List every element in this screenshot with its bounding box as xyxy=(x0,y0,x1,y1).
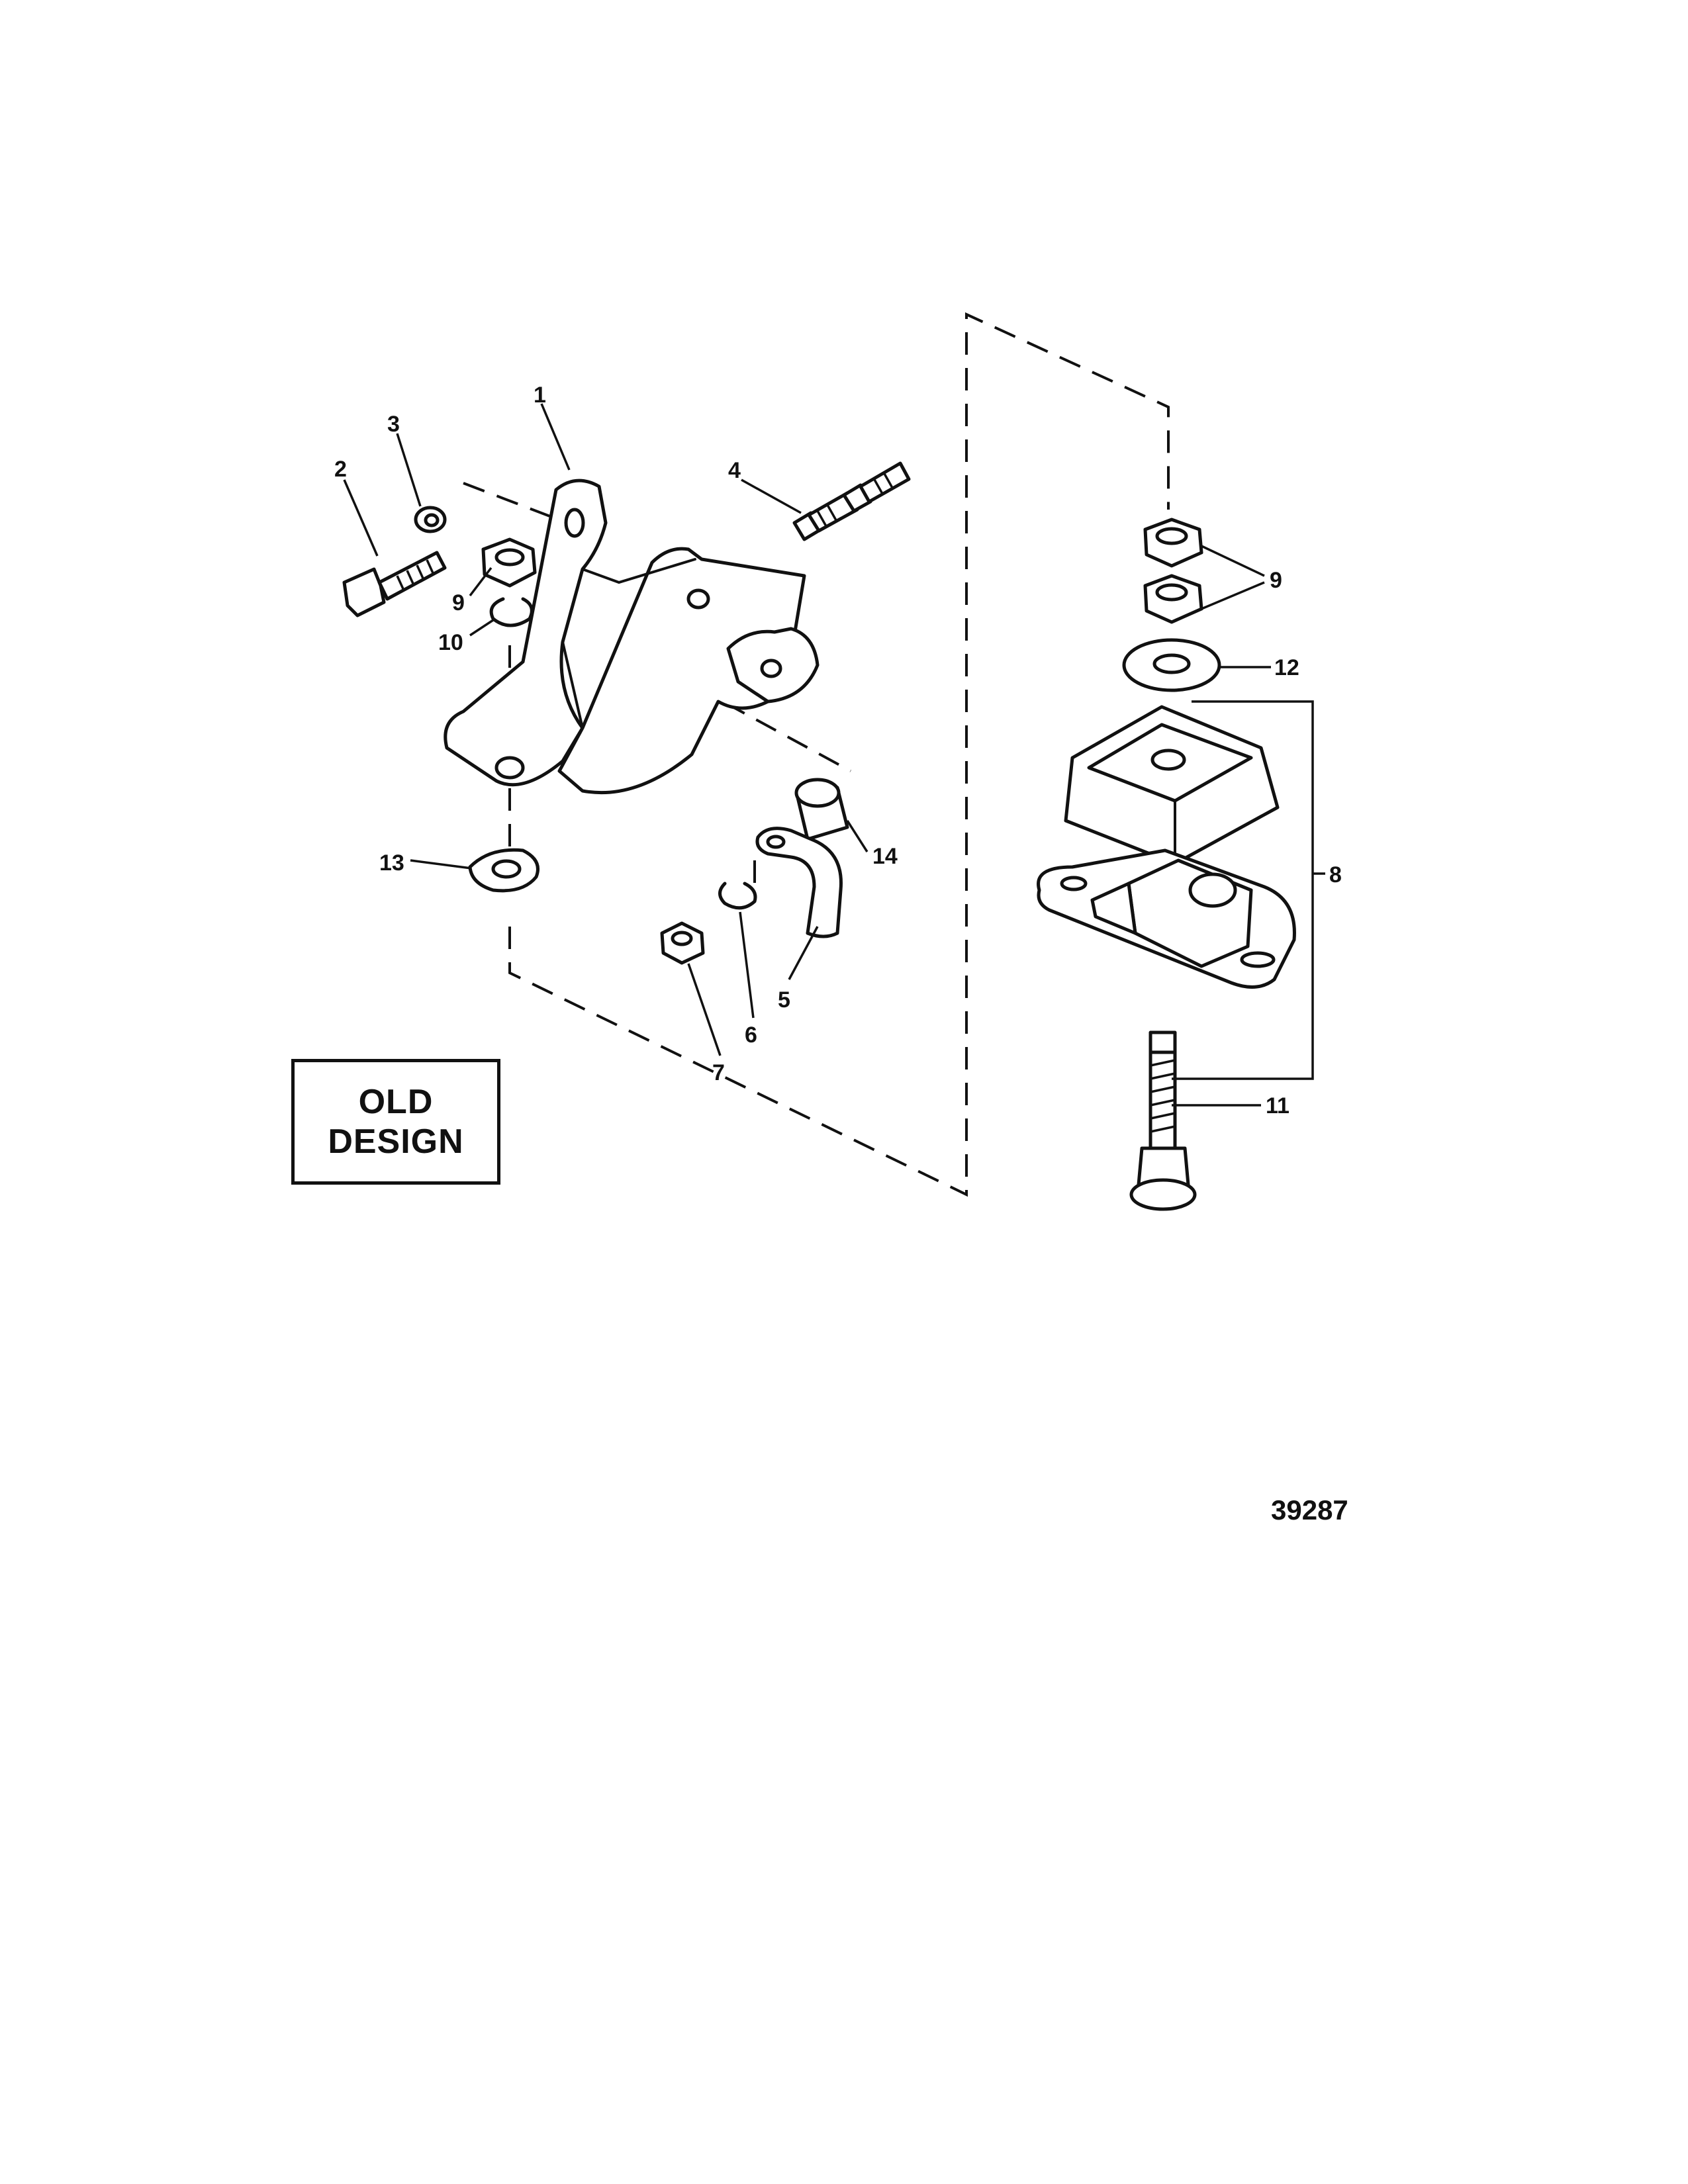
hex-nut-right-upper xyxy=(1143,518,1203,568)
mount-bolt xyxy=(1129,1030,1197,1211)
hex-bolt xyxy=(342,551,447,617)
callout-10: 10 xyxy=(438,630,463,655)
design-label-line2: DESIGN xyxy=(328,1122,464,1161)
callout-6: 6 xyxy=(745,1023,757,1048)
callout-9-right: 9 xyxy=(1270,568,1282,593)
lock-washer-3 xyxy=(414,506,447,533)
threaded-stud xyxy=(792,461,911,541)
rubber-mount-upper xyxy=(1064,705,1280,866)
callout-12: 12 xyxy=(1274,655,1299,680)
flat-washer xyxy=(1122,638,1221,692)
lock-washer-6 xyxy=(718,882,757,910)
rubber-mount-base xyxy=(1037,848,1296,989)
callout-13: 13 xyxy=(379,850,404,876)
old-design-label-box: OLD DESIGN xyxy=(291,1059,500,1185)
callout-3: 3 xyxy=(387,412,400,437)
figure-number: 39287 xyxy=(1271,1494,1348,1525)
callout-14: 14 xyxy=(872,844,898,869)
p-clip xyxy=(755,827,843,938)
tab-washer xyxy=(468,848,539,893)
callout-11: 11 xyxy=(1266,1093,1289,1118)
callout-9-left: 9 xyxy=(452,590,465,615)
lock-washer-10 xyxy=(489,597,534,627)
engine-mount-bracket xyxy=(444,478,820,795)
callout-5: 5 xyxy=(778,987,790,1013)
callout-2: 2 xyxy=(334,457,347,482)
callout-labels: 1 2 3 4 5 6 7 8 9 9 10 11 12 13 14 xyxy=(334,383,1342,1118)
design-label-line1: OLD xyxy=(358,1083,434,1121)
callout-8: 8 xyxy=(1329,862,1342,887)
hex-nut-left xyxy=(481,537,537,588)
callout-7: 7 xyxy=(712,1060,725,1085)
callout-1: 1 xyxy=(534,383,546,408)
hex-nut-7 xyxy=(660,921,705,965)
leader-lines xyxy=(343,403,1325,1107)
hex-nut-right-lower xyxy=(1143,574,1203,624)
callout-4: 4 xyxy=(728,458,741,483)
spacer-sleeve xyxy=(794,778,849,841)
